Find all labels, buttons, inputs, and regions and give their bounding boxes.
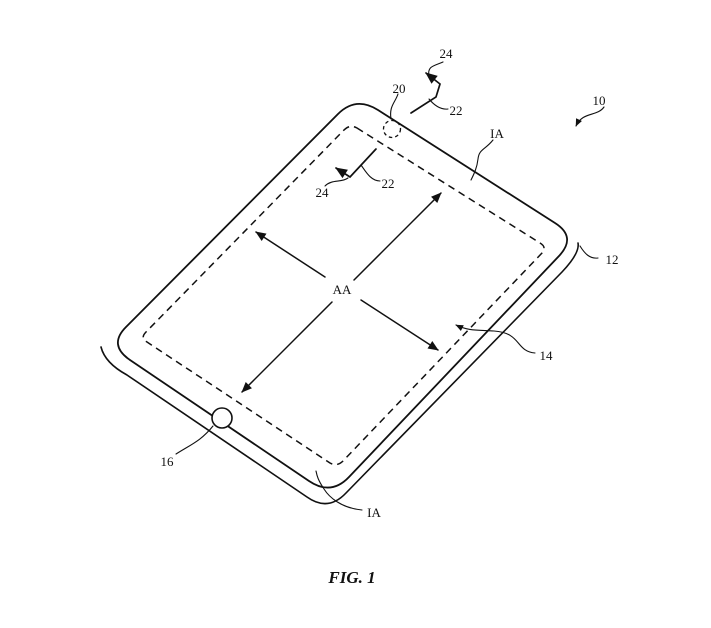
leader-22-inner xyxy=(360,164,381,182)
camera-window-dashed-circle xyxy=(382,119,402,139)
device-side-edge xyxy=(100,242,579,505)
ref-label-ia-bottom: IA xyxy=(367,505,381,520)
leader-24-inner xyxy=(324,177,349,187)
leader-14 xyxy=(455,324,536,354)
ref-label-24-top: 24 xyxy=(440,46,454,61)
figure-caption: FIG. 1 xyxy=(327,568,375,587)
leader-20 xyxy=(390,93,399,120)
ref-label-aa: AA xyxy=(333,282,352,297)
ref-label-12: 12 xyxy=(606,252,619,267)
aa-arrow-lower-left xyxy=(241,301,333,393)
leader-22-top xyxy=(428,98,449,110)
signal-bolt-arrow-inner xyxy=(335,148,377,179)
leader-10 xyxy=(575,106,605,127)
signal-bolt-arrow-top xyxy=(410,72,441,114)
home-button-circle xyxy=(211,407,233,429)
leader-ia-top xyxy=(470,139,494,181)
ref-label-ia-top: IA xyxy=(490,126,504,141)
leader-12 xyxy=(579,245,599,259)
aa-arrow-upper-right xyxy=(353,192,442,281)
display-active-area-boundary xyxy=(142,125,545,466)
aa-arrow-upper-left xyxy=(255,231,326,278)
ref-label-10: 10 xyxy=(593,93,606,108)
leader-24-top xyxy=(428,61,444,77)
device-face-outline xyxy=(117,103,568,489)
ref-label-22-top: 22 xyxy=(450,103,463,118)
ref-label-14: 14 xyxy=(540,348,554,363)
ref-label-24-inner: 24 xyxy=(316,185,330,200)
leader-ia-bottom xyxy=(315,470,363,511)
leader-16 xyxy=(175,425,214,455)
ref-label-20: 20 xyxy=(393,81,406,96)
aa-arrow-lower-right xyxy=(360,299,439,351)
ref-label-16: 16 xyxy=(161,454,175,469)
ref-label-22-inner: 22 xyxy=(382,176,395,191)
